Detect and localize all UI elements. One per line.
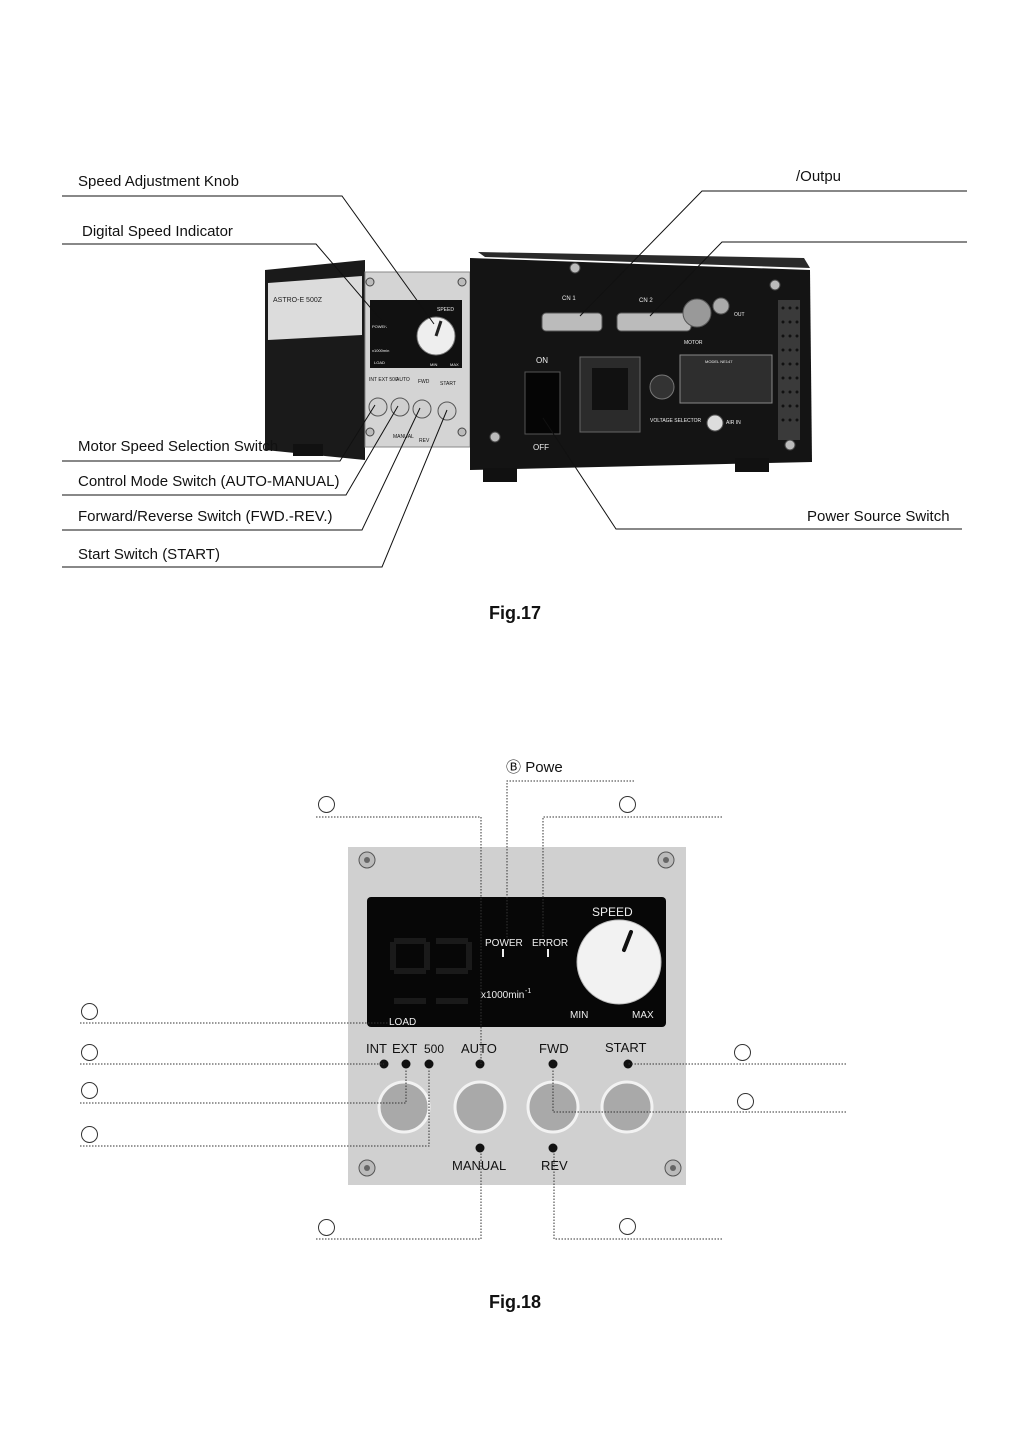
model-text: MODEL NE147 (705, 359, 733, 364)
cn2-text: CN 2 (639, 298, 653, 304)
panel-auto-text: AUTO (461, 1041, 497, 1056)
callout-circle (81, 1044, 98, 1061)
device-start-text: START (440, 381, 456, 387)
power-led-callout: Ⓑ Powe (506, 759, 563, 777)
air-in-text: AIR IN (726, 420, 741, 426)
voltage-selector-text: VOLTAGE SELECTOR (650, 418, 702, 424)
panel-500-text: 500 (424, 1042, 444, 1056)
panel-speed-text: SPEED (592, 905, 633, 919)
panel-fwd-text: FWD (539, 1041, 569, 1056)
panel-error-text: ERROR (532, 938, 568, 949)
device-max-text: MAX (450, 362, 459, 367)
callout-circle (318, 796, 335, 813)
device-min-text: MIN (430, 362, 437, 367)
panel-power-text: POWER (485, 938, 523, 949)
callout-circle (81, 1082, 98, 1099)
panel-unit-text: x1000min (481, 990, 524, 1001)
panel-unit-exp-text: -1 (525, 988, 531, 995)
panel-int-text: INT (366, 1041, 387, 1056)
label-digital-speed-indicator: Digital Speed Indicator (82, 223, 233, 240)
b-symbol: Ⓑ (506, 759, 522, 776)
callout-circle (619, 796, 636, 813)
label-motor-speed-selection-switch: Motor Speed Selection Switch (78, 438, 279, 455)
callout-circle (734, 1044, 751, 1061)
brand-text: ASTRO-E 500Z (273, 297, 323, 304)
label-power-source-switch: Power Source Switch (807, 508, 950, 525)
panel-min-text: MIN (570, 1010, 588, 1021)
motor-text: MOTOR (684, 340, 703, 346)
panel-max-text: MAX (632, 1010, 654, 1021)
callout-circle (619, 1218, 636, 1235)
device-int-ext-text: INT EXT 500 (369, 377, 398, 383)
device-rev-text: REV (419, 438, 430, 444)
power-callout-text: Powe (525, 759, 563, 776)
device-fwd-text: FWD (418, 379, 430, 385)
device-load-text: LOAD (374, 360, 385, 365)
fig18-caption: Fig.18 (488, 1292, 541, 1312)
panel-load-text: LOAD (389, 1017, 416, 1028)
off-text: OFF (533, 443, 549, 452)
panel-rev-text: REV (541, 1158, 568, 1173)
device-x1000-text: x1000min (372, 348, 389, 353)
fig18-panel-illustration: SPEED POWER ERROR x1000min -1 LOAD MIN M… (80, 780, 846, 1240)
label-control-mode-switch: Control Mode Switch (AUTO-MANUAL) (78, 473, 340, 490)
label-speed-adjustment-knob: Speed Adjustment Knob (78, 173, 239, 190)
panel-start-text: START (605, 1040, 646, 1055)
label-start-switch: Start Switch (START) (78, 546, 220, 563)
callout-circle (81, 1126, 98, 1143)
device-auto-text: AUTO (396, 377, 410, 383)
fig17-illustration: ASTRO-E 500Z SPEED POWER x1000min LOAD M… (62, 190, 967, 568)
callout-circle (81, 1003, 98, 1020)
callout-circle (737, 1093, 754, 1110)
callout-circle (318, 1219, 335, 1236)
out-text: OUT (734, 312, 745, 318)
on-text: ON (536, 356, 548, 365)
device-manual-text: MANUAL (393, 434, 414, 440)
cn1-text: CN 1 (562, 296, 576, 302)
fig17-caption: Fig.17 (488, 603, 541, 623)
label-forward-reverse-switch: Forward/Reverse Switch (FWD.-REV.) (78, 508, 333, 525)
device-power-text: POWER (372, 324, 387, 329)
panel-ext-text: EXT (392, 1041, 417, 1056)
device-speed-text: SPEED (437, 307, 454, 313)
panel-manual-text: MANUAL (452, 1158, 506, 1173)
label-output: /Outpu (796, 168, 842, 185)
